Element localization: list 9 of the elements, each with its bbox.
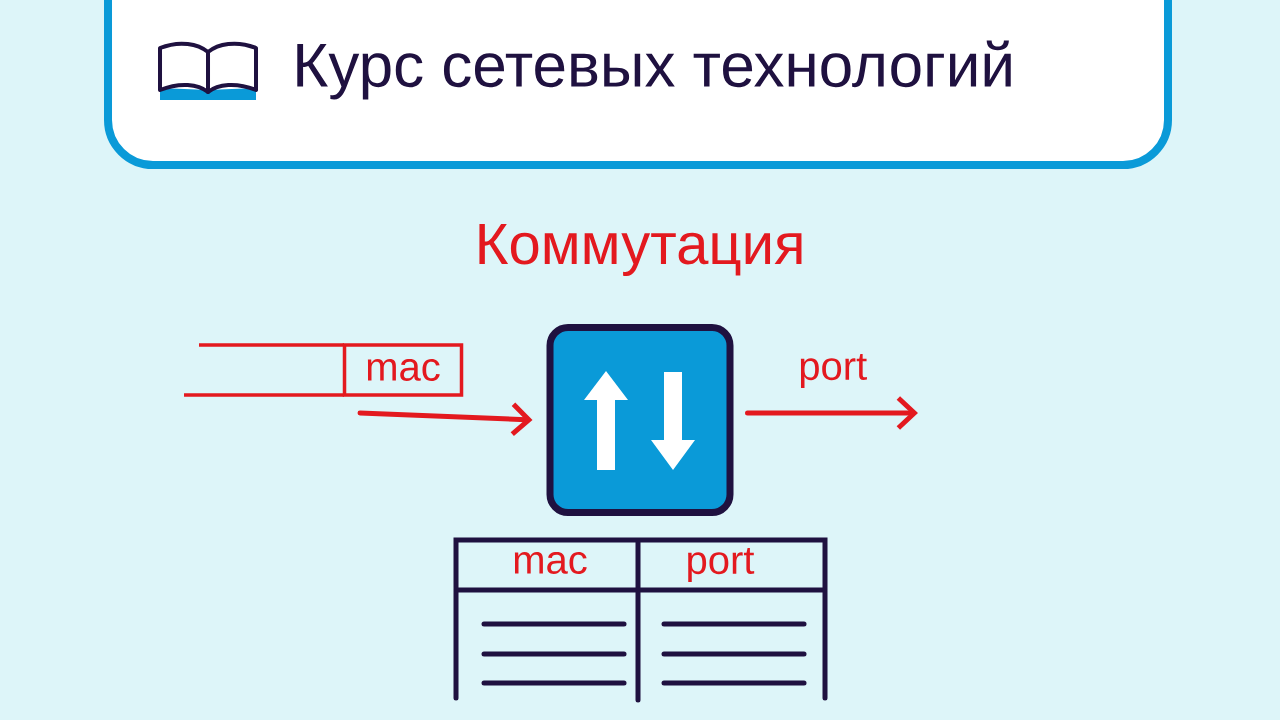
arrow	[357, 402, 533, 437]
switch-icon	[546, 324, 734, 516]
frame-box: mac	[182, 343, 464, 397]
edge-label: port	[800, 353, 867, 389]
title: Курс сетевых технологий	[297, 40, 1011, 100]
column-header: mac	[514, 552, 587, 574]
arrow	[745, 396, 918, 430]
column-header: port	[688, 547, 755, 583]
heading: Коммутация	[479, 224, 802, 276]
